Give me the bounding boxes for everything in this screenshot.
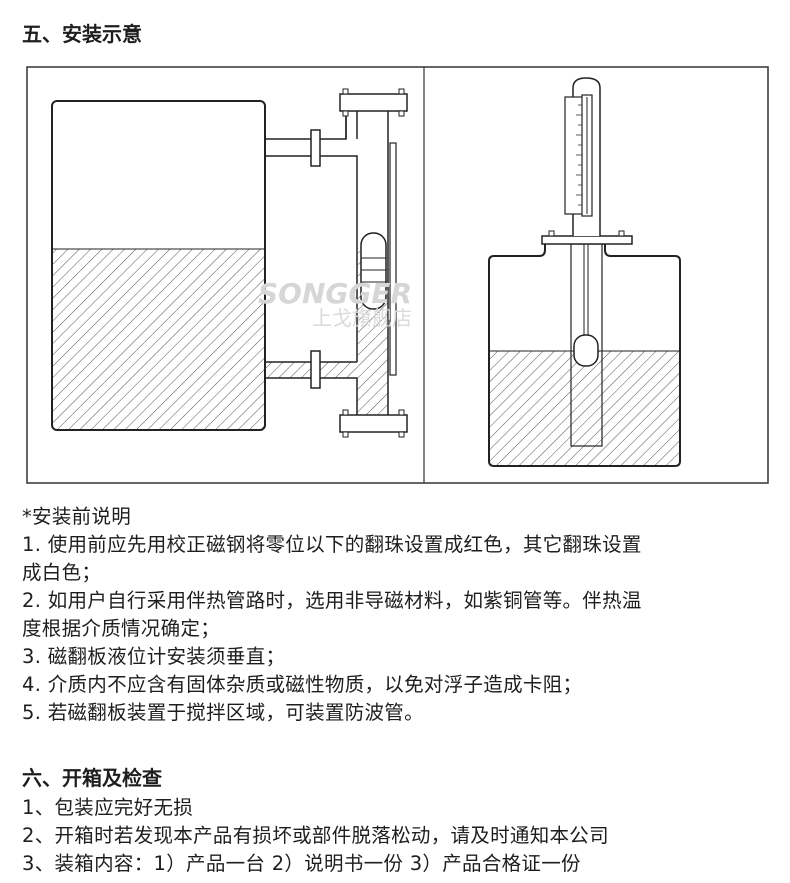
note-line: 成白色； [22, 561, 102, 584]
note-line: 度根据介质情况确定； [22, 617, 221, 640]
check-item: 1、包装应完好无损 [22, 796, 194, 819]
notes-heading: *安装前说明 [22, 505, 132, 528]
note-line: 3. 磁翻板液位计安装须垂直； [22, 645, 286, 668]
tank-liquid [52, 249, 265, 430]
top-flange [339, 93, 408, 112]
installation-diagram: SONGGER 上戈旗舰店 [26, 66, 769, 484]
scale-ticks [576, 104, 582, 206]
note-line: 2. 如用户自行采用伴热管路时，选用非导磁材料，如紫铜管等。伴热温 [22, 589, 642, 612]
note-line: 1. 使用前应先用校正磁钢将零位以下的翻珠设置成红色，其它翻珠设置 [22, 533, 642, 556]
check-item: 2、开箱时若发现本产品有损坏或部件脱落松动，请及时通知本公司 [22, 824, 609, 847]
section-title-unboxing: 六、开箱及检查 [22, 766, 162, 790]
side-mount-diagram [51, 88, 408, 438]
indicator-strip [389, 142, 397, 376]
lower-flange [310, 350, 321, 389]
watermark-store: 上戈旗舰店 [312, 306, 412, 330]
top-mount-diagram [488, 77, 681, 467]
diagram-frame [26, 66, 769, 484]
float-right [573, 334, 599, 367]
float-rod [583, 243, 589, 338]
watermark-brand: SONGGER [258, 277, 412, 310]
section-title-installation: 五、安装示意 [22, 22, 142, 46]
tank-liquid-right [489, 351, 680, 466]
note-line: 5. 若磁翻板装置于搅拌区域，可装置防波管。 [22, 701, 424, 724]
note-line: 4. 介质内不应含有固体杂质或磁性物质，以免对浮子造成卡阻； [22, 673, 583, 696]
upper-flange [310, 129, 321, 167]
check-item: 3、装箱内容：1）产品一台 2）说明书一份 3）产品合格证一份 [22, 852, 581, 875]
bottom-flange [339, 414, 408, 433]
tank-right [488, 244, 681, 467]
mount-flange [541, 235, 633, 245]
float [360, 232, 387, 310]
tank [51, 100, 266, 431]
